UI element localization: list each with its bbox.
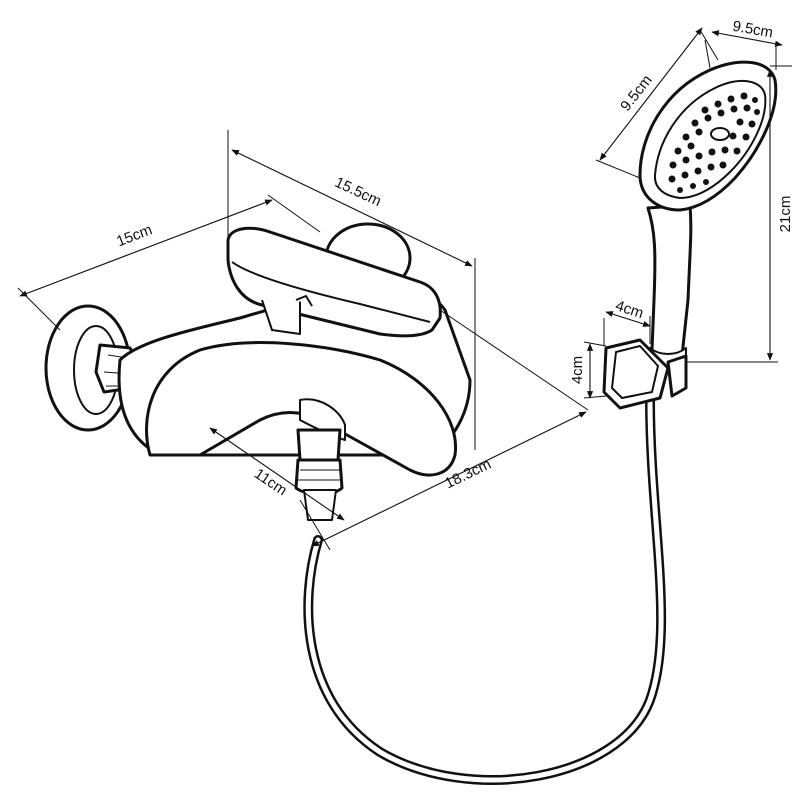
label-shower-length: 21cm: [777, 196, 794, 233]
hose-nut: [294, 458, 344, 496]
shower-handle: [646, 203, 693, 363]
label-head-face: 9.5cm: [617, 72, 656, 115]
hand-shower: [638, 60, 778, 368]
diverter-outlet: [296, 428, 342, 462]
label-body-length: 15.5cm: [332, 174, 384, 210]
dim-holder-width: 4cm: [603, 297, 651, 346]
label-head-width: 9.5cm: [731, 18, 774, 42]
label-holder-width: 4cm: [613, 297, 645, 322]
dim-holder-height: 4cm: [569, 341, 607, 399]
dim-shower-length: 21cm: [686, 65, 794, 363]
shower-hose: [303, 395, 667, 785]
label-outlet-offset: 11cm: [251, 465, 290, 499]
label-holder-height: 4cm: [569, 356, 586, 384]
shower-holder: [602, 338, 688, 410]
label-body-depth: 15cm: [114, 221, 154, 250]
dim-head-width: 9.5cm: [704, 18, 783, 70]
